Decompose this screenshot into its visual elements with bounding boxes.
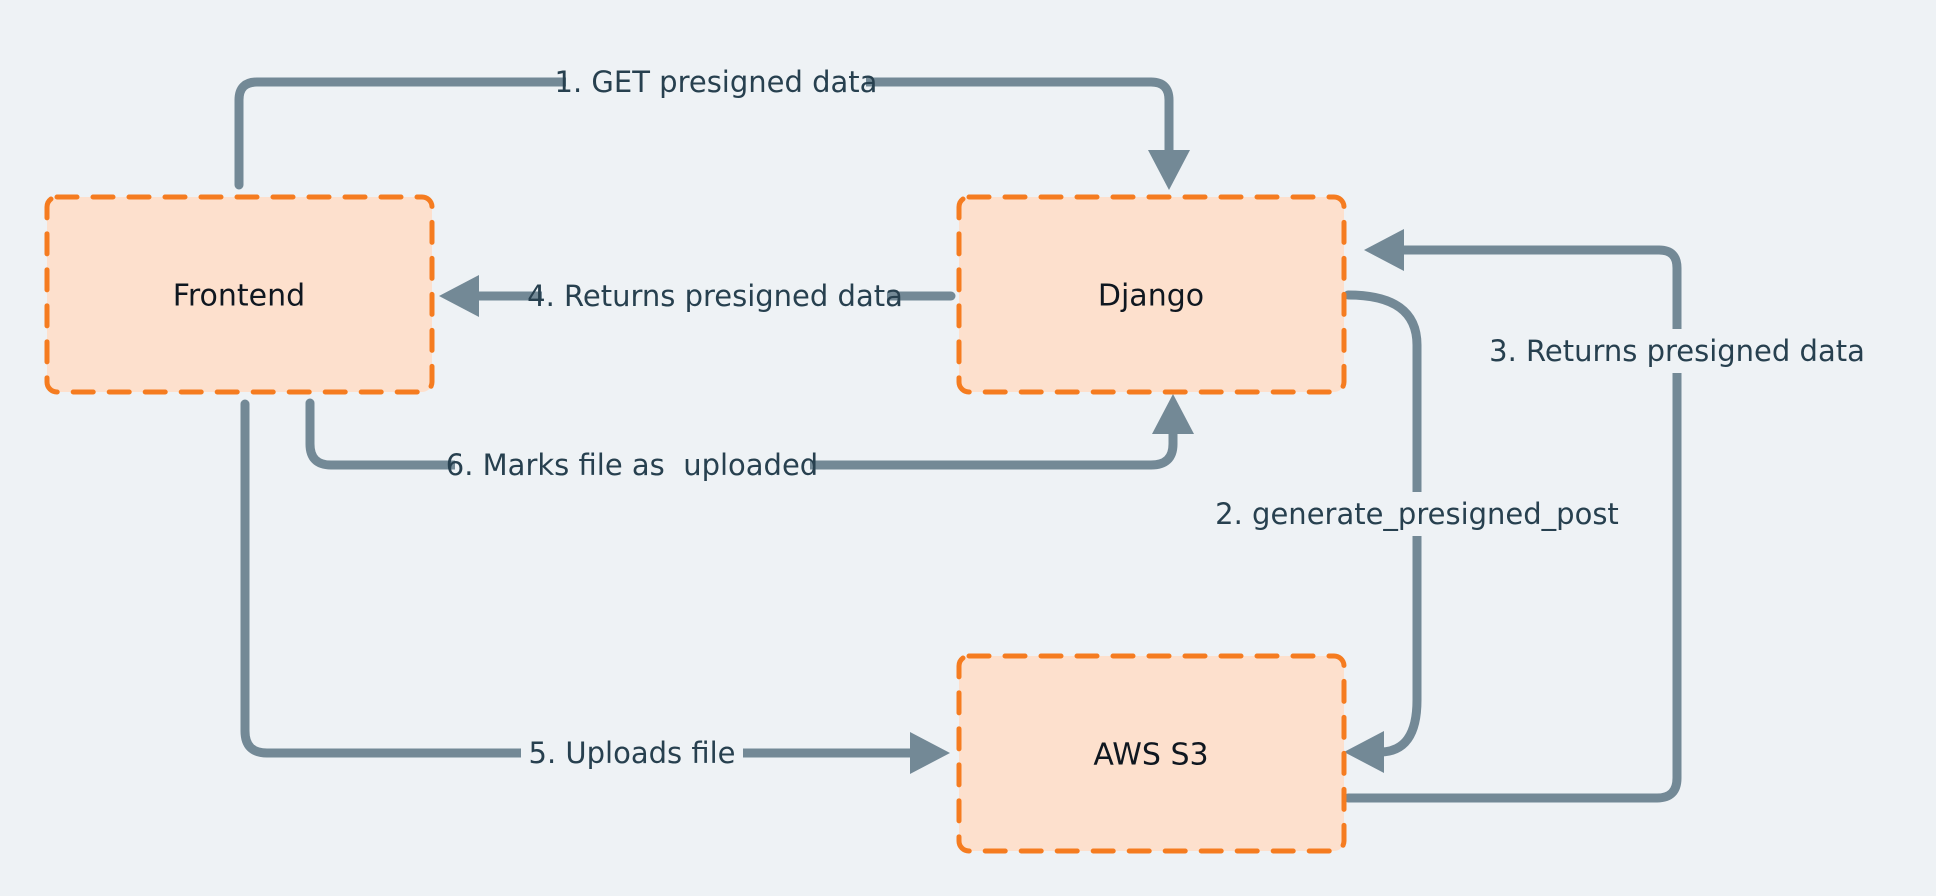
edge-6-label: 6. Marks file as uploaded bbox=[446, 448, 818, 482]
edge-3-arrowhead bbox=[1364, 229, 1404, 271]
node-frontend[interactable]: Frontend bbox=[44, 194, 435, 395]
edge-1-get-presigned-data[interactable]: 1. GET presigned data bbox=[234, 60, 1190, 190]
edge-5-arrowhead bbox=[910, 732, 950, 774]
edge-3-label: 3. Returns presigned data bbox=[1489, 334, 1865, 368]
node-frontend-box bbox=[44, 194, 435, 395]
edge-2-label: 2. generate_presigned_post bbox=[1215, 497, 1619, 531]
edge-6-marks-file-as-uploaded[interactable]: 6. Marks file as uploaded bbox=[305, 394, 1194, 487]
edge-3-returns-presigned-data[interactable]: 3. Returns presigned data bbox=[1343, 229, 1865, 803]
edge-6-label-bg bbox=[455, 443, 810, 487]
edge-1-label-bg bbox=[566, 60, 866, 104]
node-django-label: Django bbox=[1098, 279, 1204, 314]
edge-5-label-bg bbox=[521, 731, 743, 775]
edge-1-label: 1. GET presigned data bbox=[555, 65, 878, 99]
edge-5-label: 5. Uploads file bbox=[529, 736, 736, 770]
edge-2-generate-presigned-post[interactable]: 2. generate_presigned_post bbox=[1215, 290, 1619, 773]
edge-3-path bbox=[1343, 245, 1682, 803]
edge-2-label-bg bbox=[1231, 492, 1603, 536]
edge-4-label-bg bbox=[542, 274, 887, 318]
node-aws-s3-box bbox=[956, 653, 1347, 854]
edge-1-arrowhead bbox=[1148, 150, 1190, 190]
node-frontend-label: Frontend bbox=[173, 279, 305, 314]
edge-4-arrowhead bbox=[439, 275, 479, 317]
edge-5-uploads-file[interactable]: 5. Uploads file bbox=[240, 399, 950, 775]
edge-4-label: 4. Returns presigned data bbox=[527, 279, 903, 313]
node-django[interactable]: Django bbox=[956, 194, 1347, 395]
edge-5-path bbox=[240, 399, 921, 758]
edge-6-arrowhead bbox=[1152, 394, 1194, 434]
node-aws-s3-label: AWS S3 bbox=[1093, 738, 1208, 773]
edge-3-label-bg bbox=[1502, 329, 1852, 373]
node-django-box bbox=[956, 194, 1347, 395]
edge-4-returns-presigned-data[interactable]: 4. Returns presigned data bbox=[439, 274, 956, 318]
edge-2-arrowhead bbox=[1344, 731, 1384, 773]
node-aws-s3[interactable]: AWS S3 bbox=[956, 653, 1347, 854]
edge-2-path bbox=[1343, 290, 1422, 757]
